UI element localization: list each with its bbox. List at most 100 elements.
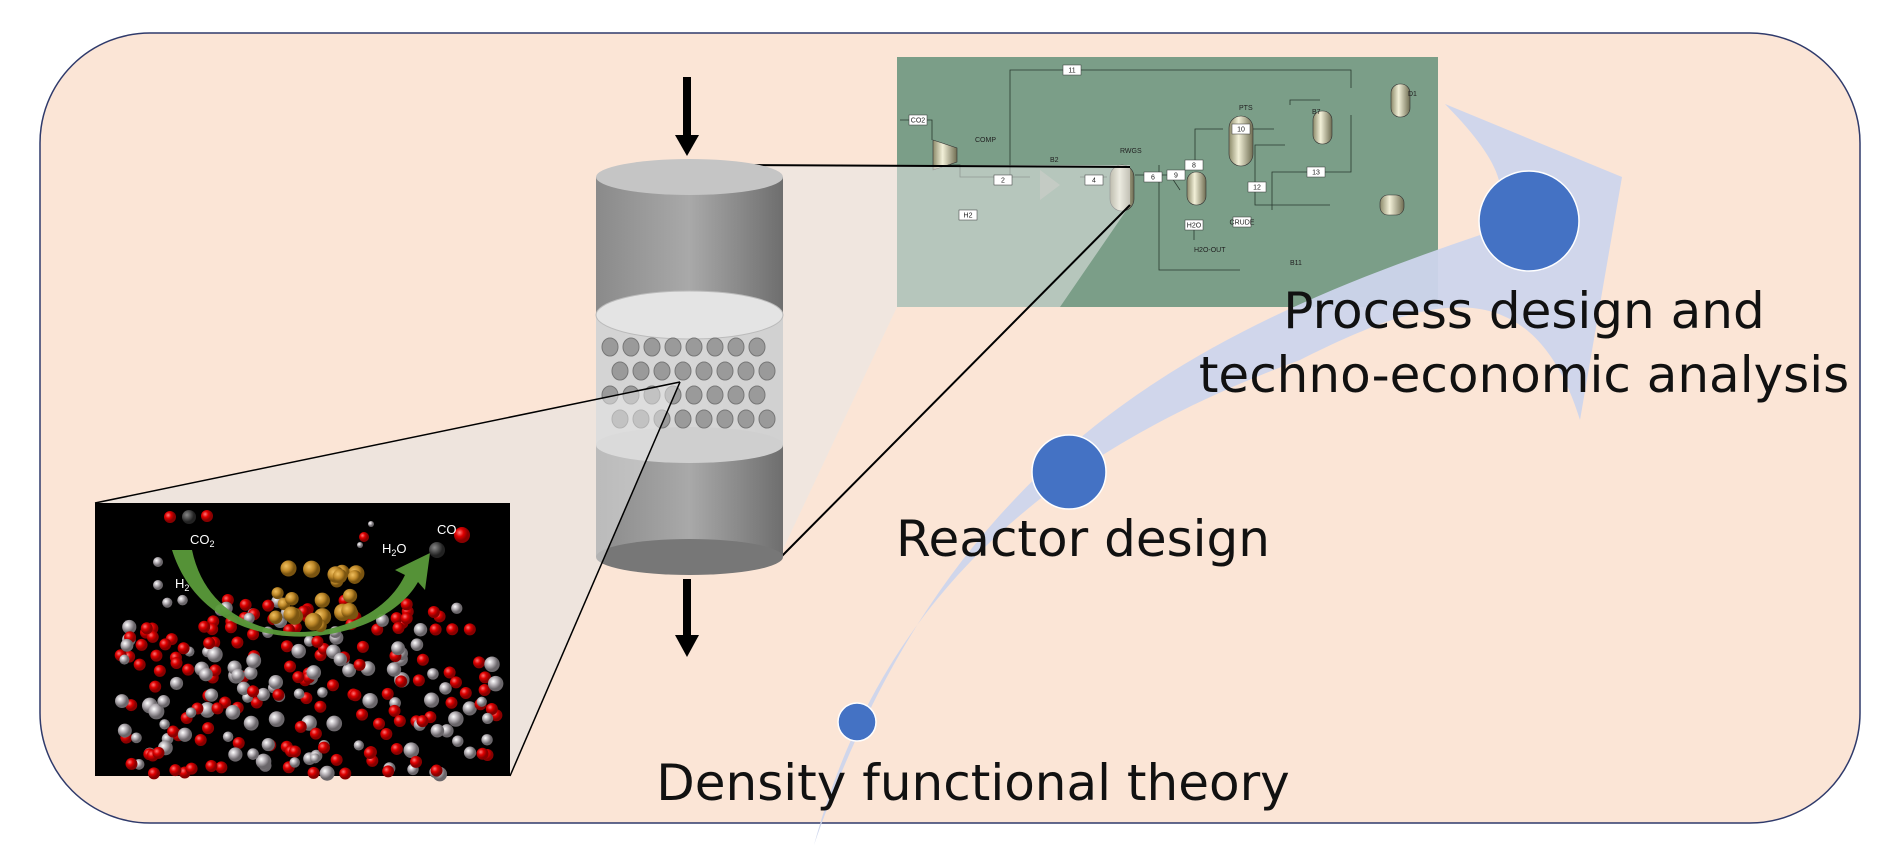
- svg-text:CO: CO: [437, 522, 457, 537]
- metal-atom: [148, 703, 165, 720]
- pellet: [685, 337, 703, 357]
- stream-tag: [1232, 216, 1252, 228]
- oxygen-atom: [380, 728, 393, 741]
- oxygen-atom: [147, 767, 160, 780]
- stream-tag: [1143, 171, 1163, 183]
- metal-atom: [333, 652, 348, 667]
- label-process-2: techno-economic analysis: [1199, 346, 1849, 404]
- gold-atom: [285, 591, 299, 606]
- svg-text:H2O: H2O: [382, 541, 407, 558]
- oxygen-atom: [202, 722, 215, 735]
- milestone-reactor: [1031, 434, 1107, 510]
- oxygen-atom: [284, 660, 297, 673]
- gold-atom: [314, 592, 330, 608]
- oxygen-atom: [169, 764, 182, 777]
- gold-atom: [347, 570, 362, 584]
- metal-atom: [451, 602, 463, 614]
- oxygen-atom: [153, 664, 166, 677]
- gold-atom: [341, 602, 358, 619]
- stream-label: H2: [964, 213, 973, 220]
- oxygen-atom: [311, 635, 324, 648]
- metal-atom: [317, 687, 328, 698]
- block-label: B7: [1312, 109, 1321, 116]
- block-label: COMP: [975, 137, 996, 144]
- metal-atom: [462, 701, 477, 716]
- oxygen-atom: [294, 720, 307, 733]
- oxygen-atom: [476, 747, 489, 760]
- oxygen-atom: [140, 622, 153, 635]
- oxygen-atom: [478, 684, 491, 697]
- metal-atom: [268, 675, 283, 690]
- metal-atom: [463, 746, 477, 759]
- oxygen-atom: [427, 606, 440, 619]
- pellet: [664, 337, 682, 357]
- oxygen-atom: [395, 675, 408, 688]
- stream-label: H2O: [1187, 223, 1202, 230]
- stream-label: 13: [1312, 170, 1320, 177]
- oxygen-atom: [215, 761, 228, 774]
- metal-atom: [487, 675, 504, 692]
- pellet: [737, 409, 755, 429]
- metal-atom: [207, 646, 223, 663]
- pellet: [695, 409, 713, 429]
- stream-label: CRUDE: [1230, 220, 1255, 227]
- oxygen-atom: [400, 612, 413, 625]
- metal-atom: [177, 594, 188, 606]
- metal-atom: [261, 737, 275, 752]
- milestone-dft: [837, 702, 877, 742]
- stream-label: 6: [1151, 175, 1155, 182]
- oxygen-atom: [371, 623, 384, 636]
- oxygen-atom: [363, 746, 376, 759]
- metal-atom: [439, 682, 452, 695]
- gold-atom: [268, 610, 283, 624]
- oxygen-atom: [182, 663, 195, 676]
- metal-atom: [122, 619, 137, 635]
- stream-label: 12: [1253, 185, 1261, 192]
- oxygen-atom: [416, 715, 429, 728]
- oxygen-atom: [382, 765, 395, 778]
- stream-tag: [993, 174, 1013, 186]
- metal-atom: [342, 663, 357, 678]
- oxygen-atom: [326, 679, 339, 692]
- gold-atom: [342, 588, 358, 604]
- pellet: [674, 409, 692, 429]
- metal-atom: [236, 681, 251, 696]
- metal-atom: [120, 638, 134, 652]
- metal-atom: [319, 765, 335, 781]
- metal-atom: [228, 747, 243, 762]
- stream-tag: [958, 209, 978, 221]
- metal-atom: [225, 705, 241, 720]
- oxygen-atom: [232, 736, 245, 749]
- oxygen-atom: [177, 642, 190, 655]
- stream-label: 9: [1174, 173, 1178, 180]
- oxygen-atom: [390, 742, 403, 755]
- metal-atom: [484, 656, 500, 672]
- oxygen-atom: [280, 640, 293, 653]
- oxygen-atom: [203, 637, 216, 650]
- oxygen-atom: [159, 638, 172, 651]
- oxygen-atom: [247, 628, 260, 641]
- metal-atom: [157, 695, 170, 708]
- svg-text:CO2: CO2: [190, 532, 215, 549]
- metal-atom: [131, 732, 142, 744]
- metal-atom: [117, 723, 132, 738]
- pellet: [716, 409, 734, 429]
- oxygen-atom: [349, 689, 362, 702]
- oxygen-atom: [339, 767, 352, 780]
- metal-atom: [243, 715, 259, 731]
- milestone-process: [1478, 170, 1580, 272]
- oxygen-atom: [443, 666, 456, 679]
- gold-atom: [271, 587, 284, 600]
- oxygen-atom: [317, 741, 330, 754]
- oxygen-atom: [272, 688, 285, 701]
- metal-atom: [222, 731, 234, 742]
- stream-label: CO2: [911, 118, 926, 125]
- metal-atom: [293, 688, 305, 700]
- oxygen-atom: [381, 687, 394, 700]
- block-label: H2O-OUT: [1194, 247, 1226, 254]
- inlet-arrow: [675, 77, 699, 156]
- metal-atom: [291, 643, 306, 659]
- metal-atom: [199, 667, 213, 682]
